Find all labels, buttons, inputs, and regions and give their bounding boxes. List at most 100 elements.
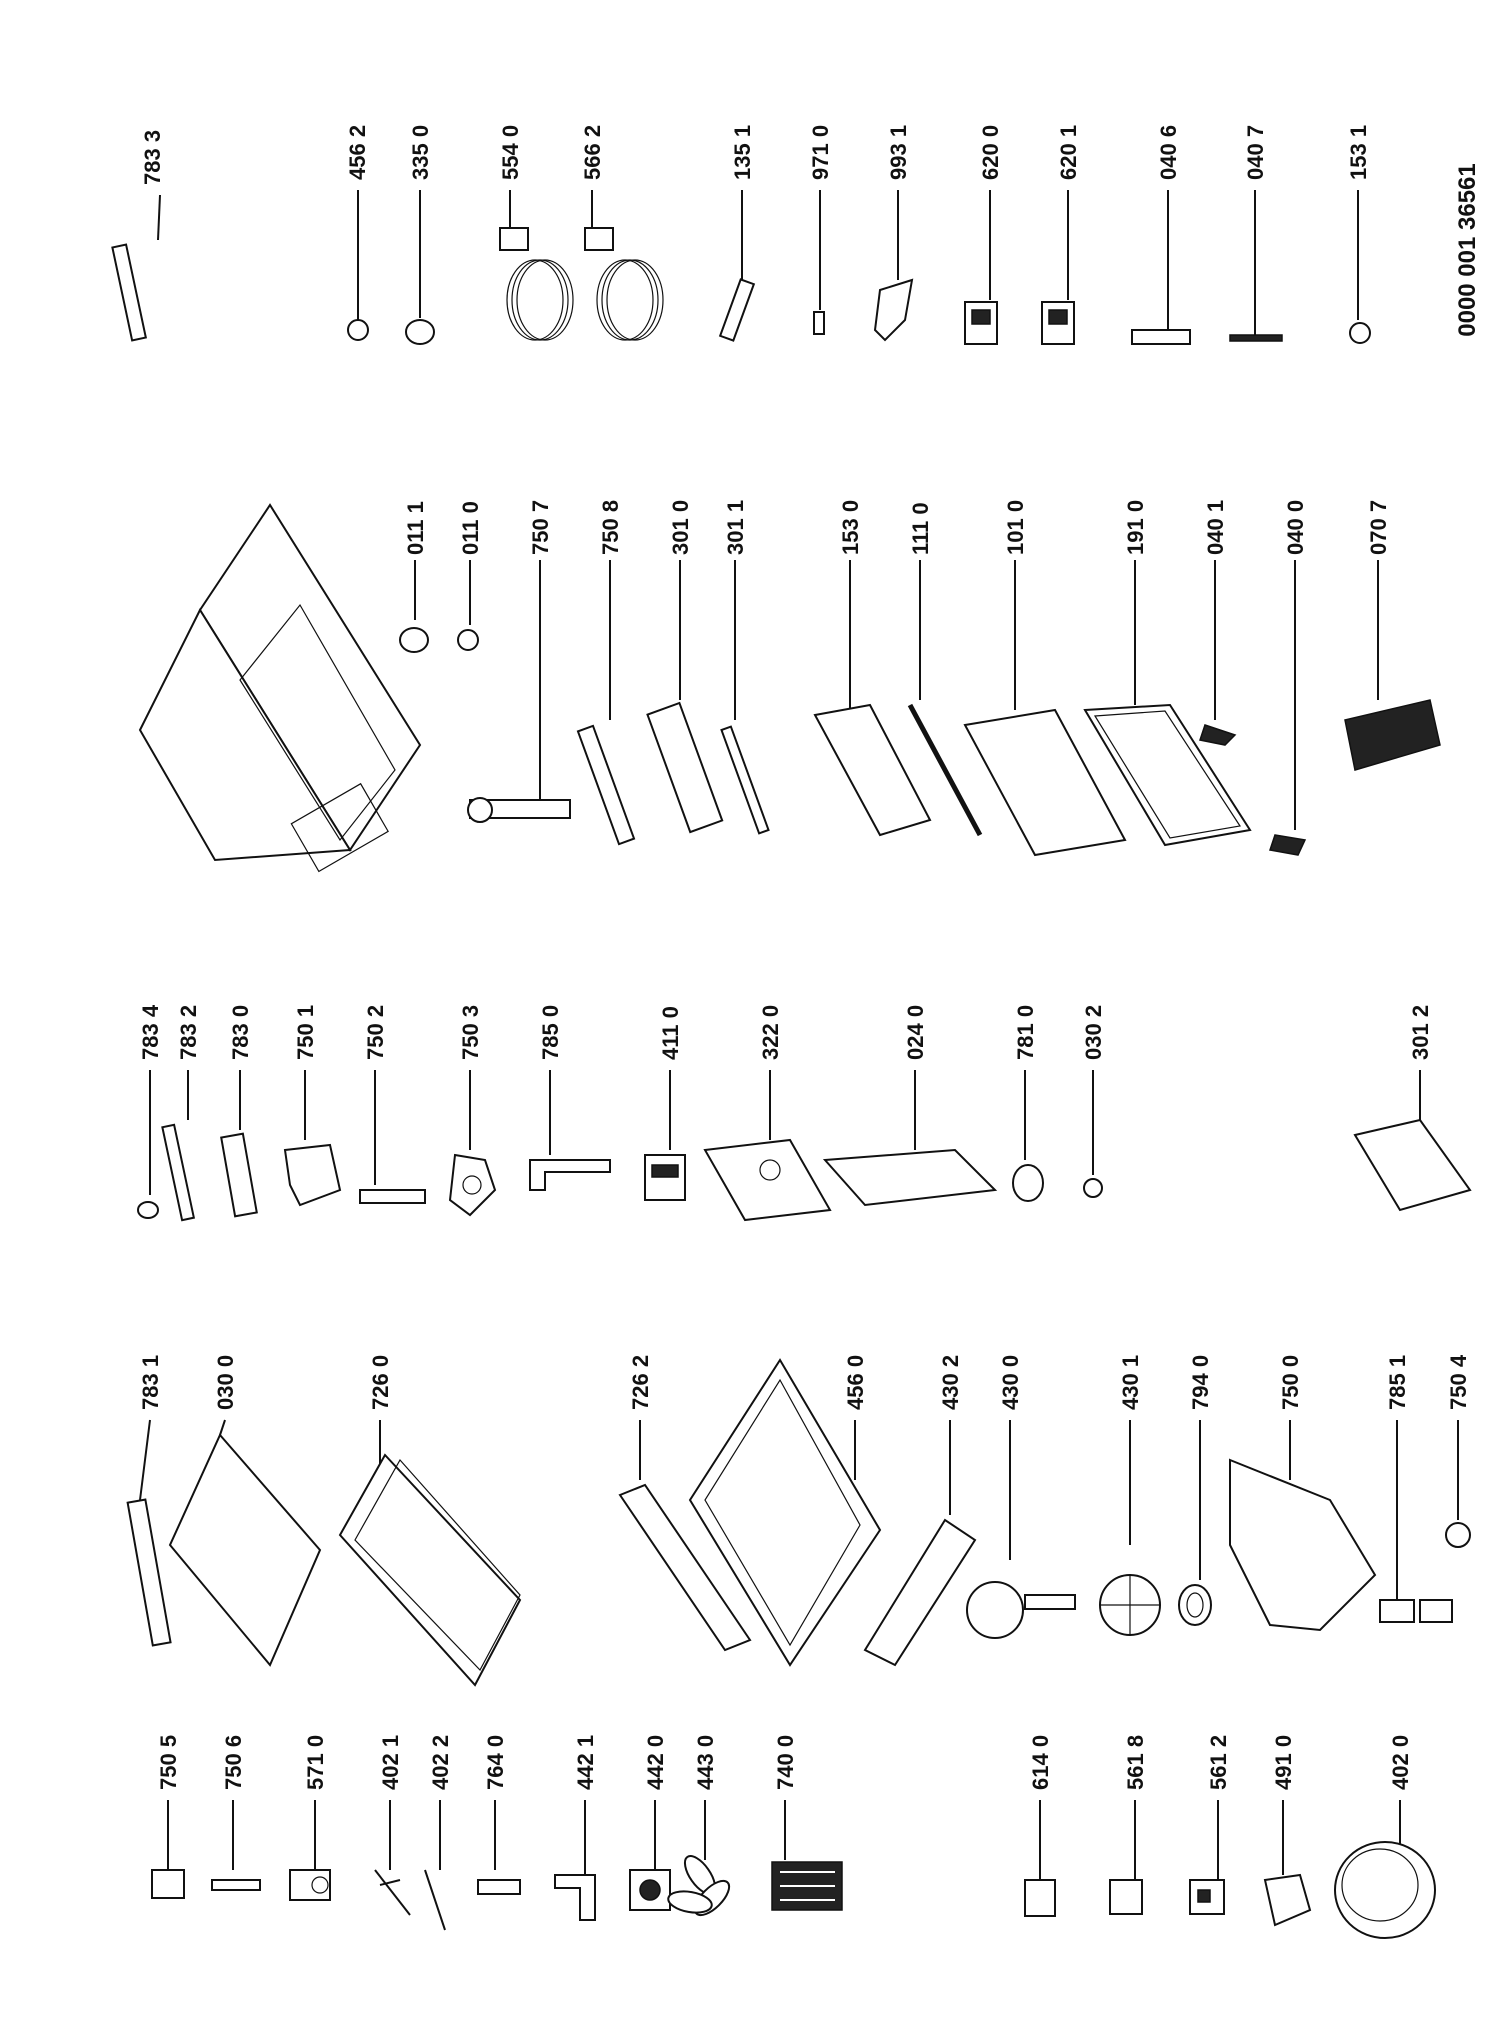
label-750-2: 750 2 (363, 1005, 388, 1060)
label-726-0: 726 0 (368, 1355, 393, 1410)
label-040-6: 040 6 (1156, 125, 1181, 180)
label-491-0: 491 0 (1271, 1735, 1296, 1790)
label-040-0: 040 0 (1283, 500, 1308, 555)
label-750-8: 750 8 (598, 500, 623, 555)
label-030-0: 030 0 (213, 1355, 238, 1410)
part-750-3: 750 3 (448, 1005, 497, 1217)
part-030-2: 030 2 (1081, 1005, 1106, 1198)
part-301-0: 301 0 (646, 500, 724, 834)
part-040-0: 040 0 (1269, 500, 1308, 856)
part-402-1: 402 1 (374, 1735, 411, 1916)
part-783-3: 783 3 (111, 130, 165, 342)
part-011-0: 011 0 (457, 501, 483, 651)
label-783-0: 783 0 (228, 1005, 253, 1060)
label-191-0: 191 0 (1123, 500, 1148, 555)
label-411-0: 411 0 (658, 1006, 683, 1060)
label-456-0: 456 0 (843, 1355, 868, 1410)
label-794-0: 794 0 (1188, 1355, 1213, 1410)
label-783-4: 783 4 (138, 1004, 163, 1060)
label-402-0: 402 0 (1388, 1735, 1413, 1790)
part-491-0: 491 0 (1263, 1735, 1312, 1927)
part-785-1: 785 1 (1379, 1355, 1453, 1623)
label-135-1: 135 1 (730, 125, 755, 180)
part-030-0: 030 0 (168, 1355, 322, 1667)
label-430-2: 430 2 (938, 1355, 963, 1410)
label-402-1: 402 1 (378, 1735, 403, 1790)
label-335-0: 335 0 (408, 125, 433, 180)
label-781-0: 781 0 (1013, 1005, 1038, 1060)
part-750-1: 750 1 (283, 1005, 342, 1207)
label-620-1: 620 1 (1056, 125, 1081, 180)
part-726-2: 726 2 (618, 1355, 752, 1652)
label-011-0: 011 0 (458, 501, 483, 555)
part-040-7: 040 7 (1229, 125, 1283, 342)
part-011-1: 011 1 (399, 501, 429, 653)
part-070-7: 070 7 (1344, 500, 1441, 771)
label-726-2: 726 2 (628, 1355, 653, 1410)
part-781-0: 781 0 (1012, 1005, 1044, 1202)
label-442-1: 442 1 (573, 1735, 598, 1790)
part-566-2: 566 2 (580, 125, 664, 341)
label-971-0: 971 0 (808, 125, 833, 180)
label-750-4: 750 4 (1446, 1354, 1471, 1410)
part-153-0: 153 0 (813, 500, 932, 837)
label-101-0: 101 0 (1003, 500, 1028, 555)
part-040-6: 040 6 (1131, 125, 1191, 345)
label-750-1: 750 1 (293, 1005, 318, 1060)
part-111-0: 111 0 (907, 502, 983, 837)
part-561-2: 561 2 (1189, 1735, 1231, 1915)
part-993-1: 993 1 (873, 125, 914, 342)
label-153-0: 153 0 (838, 500, 863, 555)
part-554-0: 554 0 (498, 125, 574, 341)
part-024-0: 024 0 (822, 1005, 998, 1207)
part-750-0: 750 0 (1229, 1355, 1377, 1632)
label-430-1: 430 1 (1118, 1355, 1143, 1410)
part-430-2: 430 2 (863, 1355, 977, 1667)
part-561-8: 561 8 (1109, 1735, 1148, 1915)
label-750-7: 750 7 (528, 500, 553, 555)
part-040-1: 040 1 (1199, 500, 1237, 746)
part-335-0: 335 0 (405, 125, 435, 345)
part-442-0: 442 0 (629, 1735, 671, 1911)
label-322-0: 322 0 (758, 1005, 783, 1060)
label-442-0: 442 0 (643, 1735, 668, 1790)
label-402-2: 402 2 (428, 1735, 453, 1790)
document-number: 0000 001 36561 (1454, 163, 1481, 337)
part-726-0: 726 0 (338, 1355, 522, 1687)
label-740-0: 740 0 (773, 1735, 798, 1790)
part-750-8: 750 8 (576, 500, 636, 846)
part-443-0: 443 0 (667, 1735, 731, 1917)
label-750-5: 750 5 (156, 1735, 181, 1790)
part-750-7: 750 7 (467, 500, 571, 823)
label-750-3: 750 3 (458, 1005, 483, 1060)
part-620-0: 620 0 (964, 125, 1003, 345)
label-301-0: 301 0 (668, 500, 693, 555)
label-993-1: 993 1 (886, 125, 911, 180)
label-750-0: 750 0 (1278, 1355, 1303, 1410)
part-191-0: 191 0 (1083, 500, 1252, 847)
part-620-1: 620 1 (1041, 125, 1081, 345)
label-785-1: 785 1 (1385, 1355, 1410, 1410)
part-750-5: 750 5 (151, 1735, 185, 1899)
label-111-0: 111 0 (908, 502, 933, 555)
part-456-0: 456 0 (688, 1355, 882, 1667)
part-971-0: 971 0 (808, 125, 833, 335)
part-135-1: 135 1 (718, 125, 756, 342)
label-783-1: 783 1 (138, 1355, 163, 1410)
part-456-2: 456 2 (345, 125, 370, 341)
part-764-0: 764 0 (477, 1735, 521, 1895)
label-430-0: 430 0 (998, 1355, 1023, 1410)
label-456-2: 456 2 (345, 125, 370, 180)
label-070-7: 070 7 (1366, 500, 1391, 555)
label-443-0: 443 0 (693, 1735, 718, 1790)
part-442-1: 442 1 (554, 1735, 598, 1921)
label-614-0: 614 0 (1028, 1735, 1053, 1790)
part-783-4: 783 4 (137, 1004, 163, 1219)
part-411-0: 411 0 (644, 1006, 686, 1201)
part-430-1: 430 1 (1099, 1355, 1161, 1636)
part-785-0: 785 0 (529, 1005, 611, 1191)
label-040-1: 040 1 (1203, 500, 1228, 555)
part-783-2: 783 2 (161, 1005, 201, 1222)
part-101-0: 101 0 (963, 500, 1127, 857)
